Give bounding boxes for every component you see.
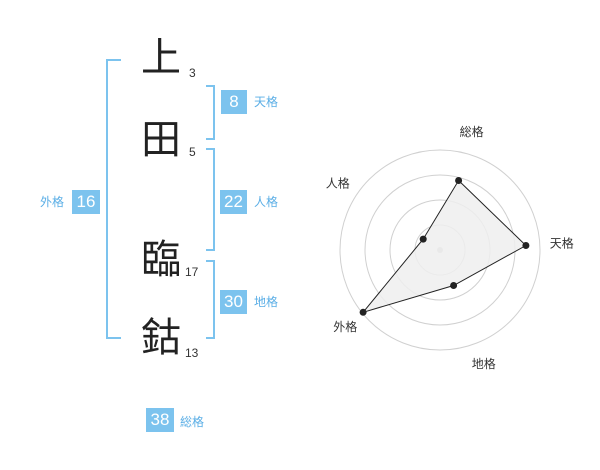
name-char-4: 鈷 xyxy=(141,315,181,361)
name-char-1: 上 xyxy=(141,35,181,81)
tenkaku-label: 天格 xyxy=(254,95,279,109)
radar-point-3 xyxy=(450,282,458,289)
stroke-count-3: 17 xyxy=(185,265,199,279)
stroke-count-4: 13 xyxy=(185,346,199,360)
jinkaku-label: 人格 xyxy=(254,195,279,209)
name-char-2: 田 xyxy=(141,117,181,163)
chikaku-label: 地格 xyxy=(254,295,279,309)
tenkaku-bracket xyxy=(206,85,215,140)
radar-axis-label: 地格 xyxy=(472,356,496,371)
gaikaku-bracket xyxy=(106,59,121,339)
radar-axis-label: 天格 xyxy=(550,236,574,251)
gaikaku-label: 外格 xyxy=(40,195,65,209)
radar-ring xyxy=(339,149,541,351)
jinkaku-bracket xyxy=(206,148,215,251)
radar-point-1 xyxy=(455,177,463,184)
radar-axis-label: 外格 xyxy=(333,319,357,334)
gaikaku-badge: 16 xyxy=(72,190,100,214)
jinkaku-badge: 22 xyxy=(220,190,247,214)
chikaku-badge: 30 xyxy=(220,290,247,314)
radar-axis-label: 人格 xyxy=(326,176,350,191)
radar-point-2 xyxy=(522,242,530,249)
radar-point-5 xyxy=(419,235,427,243)
radar-axis-label: 総格 xyxy=(460,124,484,139)
stroke-count-1: 3 xyxy=(189,66,196,80)
stroke-count-2: 5 xyxy=(189,145,196,159)
soukaku-badge: 38 xyxy=(146,408,174,432)
chikaku-bracket xyxy=(206,260,215,339)
name-char-3: 臨 xyxy=(141,237,181,283)
radar-area xyxy=(361,179,527,314)
soukaku-label: 総格 xyxy=(180,415,205,429)
tenkaku-badge: 8 xyxy=(221,90,247,114)
radar-point-4 xyxy=(359,308,367,316)
